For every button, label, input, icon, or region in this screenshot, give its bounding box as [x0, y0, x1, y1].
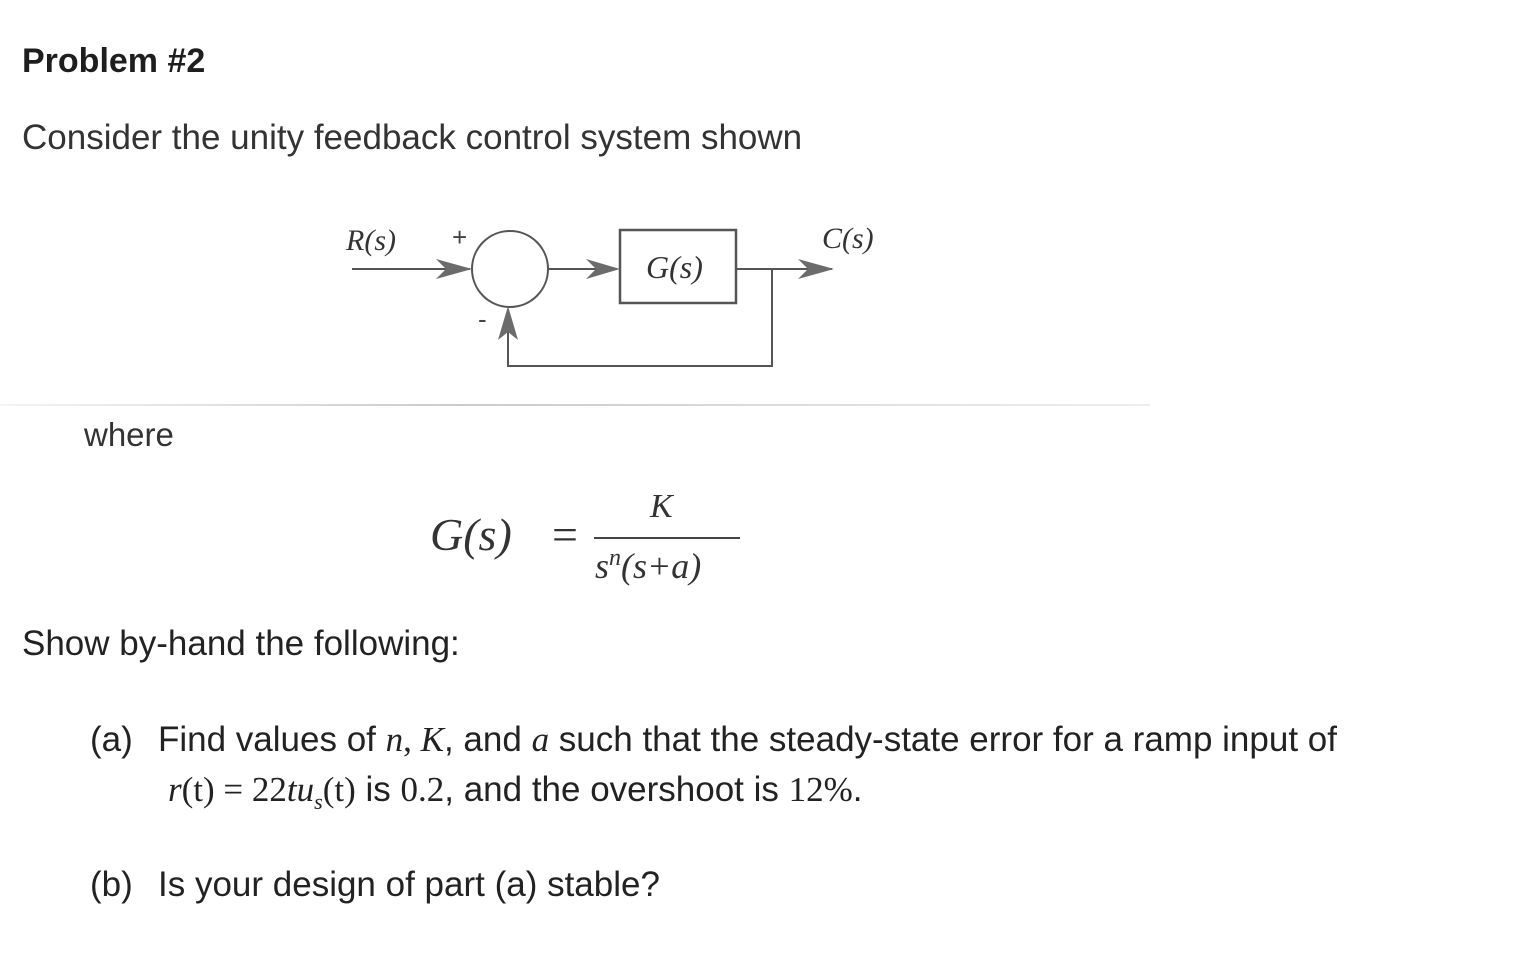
plant-block — [618, 228, 738, 305]
overshoot-value: 12% — [788, 770, 853, 809]
output-label: C(s) — [822, 222, 874, 255]
error-value: 0.2 — [400, 770, 445, 809]
part-a-label: (a) — [90, 720, 133, 759]
fraction-numerator: K — [650, 488, 673, 525]
var-r: r — [168, 770, 182, 809]
problem-intro: Consider the unity feedback control syst… — [22, 118, 803, 157]
part-a-line-2: r(t) = 22tus(t) is 0.2, and the overshoo… — [168, 770, 863, 815]
var-tu: tu — [286, 770, 315, 809]
output-arrowhead — [798, 259, 834, 279]
equation-equals: = — [552, 509, 578, 560]
feedback-arrowhead — [498, 306, 518, 340]
var-n: n — [385, 720, 404, 759]
denominator-base: s — [595, 546, 610, 586]
part-a-text-1: Find values of — [158, 720, 386, 759]
part-a-end: . — [852, 770, 863, 809]
minus-sign: - — [478, 304, 487, 334]
fraction-bar — [594, 537, 740, 539]
block-label: G(s) — [646, 249, 703, 285]
comma-1: , — [403, 720, 421, 759]
part-b: (b) Is your design of part (a) stable? — [90, 865, 660, 905]
part-b-text: Is your design of part (a) stable? — [158, 865, 660, 904]
show-heading: Show by-hand the following: — [22, 624, 460, 663]
denominator-exponent: n — [609, 545, 622, 571]
r-arg: (t) — [181, 770, 215, 809]
part-a-text-2: such that the steady-state error for a r… — [549, 720, 1337, 759]
ramp-eq: = 22 — [214, 770, 287, 809]
block-diagram: R(s) + - G(s) C(s) — [345, 222, 874, 367]
plus-sign: + — [452, 222, 467, 252]
is-word: is — [355, 770, 401, 809]
page-divider — [0, 404, 1150, 406]
part-a-mid: , and the overshoot is — [444, 770, 789, 809]
summing-junction — [471, 230, 549, 308]
problem-title: Problem #2 — [22, 42, 206, 80]
var-a: a — [531, 720, 550, 759]
forward-arrowhead — [586, 259, 620, 279]
fraction-denominator: sn(s+a) — [595, 545, 701, 587]
input-arrowhead — [436, 259, 472, 279]
where-label: where — [84, 416, 174, 453]
var-K: K — [420, 720, 444, 759]
denominator-rest: (s+a) — [621, 546, 702, 586]
var-sub-s: s — [314, 789, 323, 814]
u-arg: (t) — [322, 770, 356, 809]
part-a-line-1: (a) Find values of n, K, and a such that … — [90, 720, 1337, 760]
feedback-path — [507, 269, 773, 367]
equation-lhs: G(s) — [430, 509, 512, 560]
input-label: R(s) — [345, 224, 396, 257]
part-b-label: (b) — [90, 865, 133, 904]
comma-2: , and — [443, 720, 532, 759]
